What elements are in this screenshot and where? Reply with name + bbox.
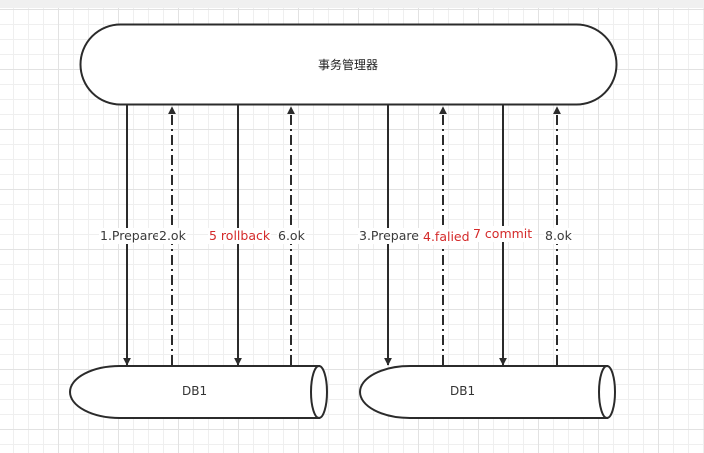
- label-7-commit: 7 commit: [472, 226, 534, 242]
- transaction-manager-label: 事务管理器: [317, 57, 378, 72]
- transaction-manager-box[interactable]: [79, 23, 618, 106]
- database-cylinder-left[interactable]: [69, 365, 328, 419]
- label-4-failed: 4.falied: [422, 229, 471, 245]
- database-label-right: DB1: [450, 384, 476, 398]
- label-8-ok: 8.ok: [544, 228, 573, 244]
- label-3-prepare: 3.Prepare: [358, 228, 420, 244]
- label-6-ok: 6.ok: [277, 228, 306, 244]
- label-2-ok: 2.ok: [158, 228, 187, 244]
- label-1-prepare: 1.Prepare: [99, 228, 161, 244]
- top-strip: [0, 0, 704, 8]
- label-5-rollback: 5 rollback: [208, 228, 272, 244]
- database-cylinder-right[interactable]: [359, 365, 616, 419]
- database-label-left: DB1: [182, 384, 208, 398]
